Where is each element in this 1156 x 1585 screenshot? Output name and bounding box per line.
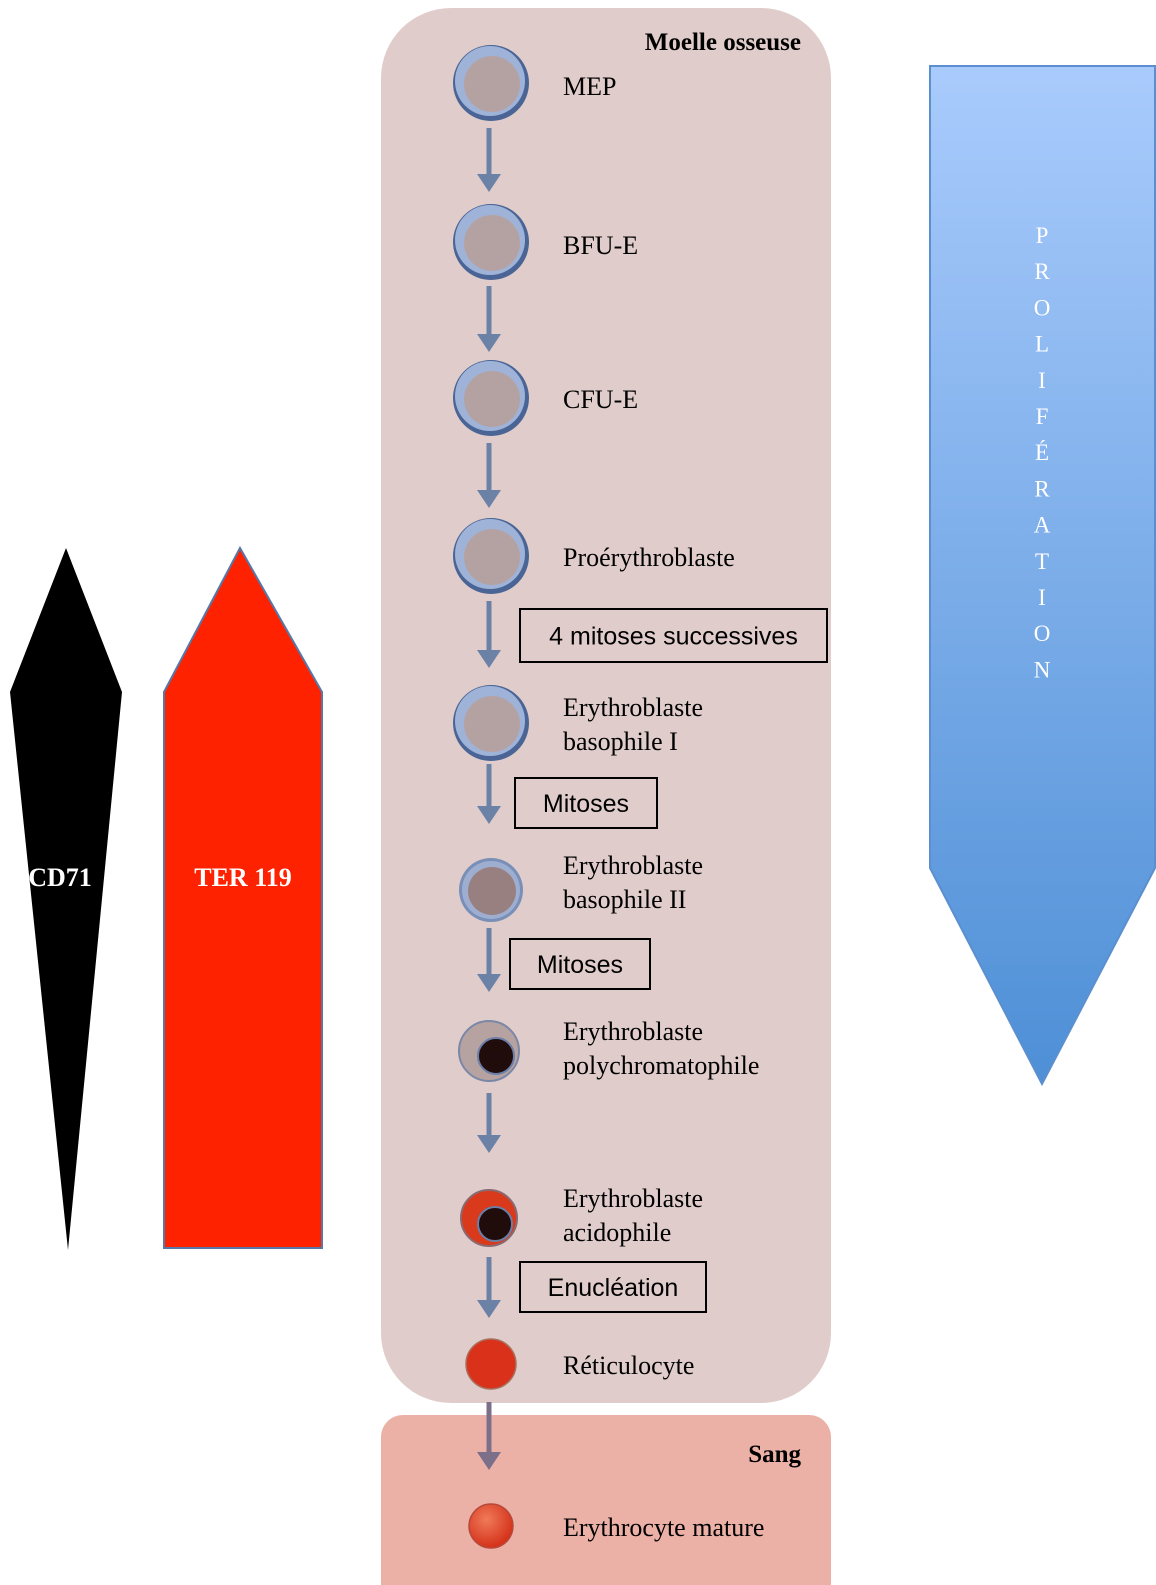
stage-label: Erythroblaste (563, 851, 703, 880)
stage-label: acidophile (563, 1218, 671, 1247)
reticulocyte-cell (465, 1338, 517, 1390)
flow-arrow (477, 443, 501, 508)
erythrocyte-cell (468, 1503, 514, 1549)
progenitor-cell (453, 685, 529, 761)
step-box: Mitoses (509, 938, 651, 990)
step-label: Enucléation (548, 1274, 679, 1302)
flow-arrow (477, 928, 501, 992)
proliferation-letter: R (1034, 259, 1050, 284)
ter119-marker-arrow: TER 119 (163, 545, 323, 1249)
step-box: Mitoses (514, 777, 658, 829)
stage-label: Proérythroblaste (563, 543, 735, 572)
progenitor-cell (453, 360, 529, 436)
cd71-label: CD71 (28, 863, 92, 892)
proliferation-letter: O (1034, 621, 1051, 646)
stage-label: Réticulocyte (563, 1351, 694, 1380)
stage-label: Erythroblaste (563, 1184, 703, 1213)
flow-arrow (477, 601, 501, 668)
proliferation-letter: R (1034, 476, 1050, 501)
stage-label: polychromatophile (563, 1051, 759, 1080)
proliferation-letter: T (1035, 549, 1049, 574)
proliferation-letter: O (1034, 295, 1051, 320)
proliferation-letter: L (1035, 332, 1049, 357)
stage-label: basophile I (563, 727, 678, 756)
ter119-label: TER 119 (194, 863, 292, 892)
stage-label: MEP (563, 72, 616, 101)
polychromatophile-cell (458, 1020, 520, 1082)
cd71-marker-arrow: CD71 (10, 548, 122, 1250)
progenitor-cell (453, 45, 529, 121)
stage-label: BFU-E (563, 231, 638, 260)
step-label: Mitoses (543, 790, 629, 818)
flow-arrow (477, 764, 501, 824)
stage-label: Erythroblaste (563, 1017, 703, 1046)
proliferation-letter: I (1038, 368, 1046, 393)
flow-arrow (477, 1093, 501, 1153)
stage-label: Erythroblaste (563, 693, 703, 722)
basophile-ii-cell (459, 858, 523, 922)
flow-arrow (477, 128, 501, 192)
proliferation-letter: P (1036, 223, 1049, 248)
flow-arrow (477, 1402, 501, 1470)
flow-arrow (477, 286, 501, 352)
stage-label: Erythrocyte mature (563, 1513, 764, 1542)
progenitor-cell (453, 518, 529, 594)
flow-arrow (477, 1257, 501, 1318)
acidophile-cell (460, 1189, 518, 1247)
progenitor-cell (453, 204, 529, 280)
bone-marrow-title: Moelle osseuse (645, 29, 801, 56)
proliferation-letter: I (1038, 585, 1046, 610)
stage-label: basophile II (563, 885, 686, 914)
step-box: Enucléation (519, 1261, 707, 1313)
step-box: 4 mitoses successives (519, 608, 828, 663)
proliferation-letter: É (1035, 440, 1049, 465)
proliferation-letter: F (1036, 404, 1049, 429)
proliferation-letter: A (1034, 513, 1051, 538)
blood-title: Sang (748, 1441, 801, 1468)
proliferation-letter: N (1034, 657, 1051, 682)
step-label: 4 mitoses successives (549, 623, 798, 651)
step-label: Mitoses (537, 951, 623, 979)
stage-label: CFU-E (563, 385, 638, 414)
